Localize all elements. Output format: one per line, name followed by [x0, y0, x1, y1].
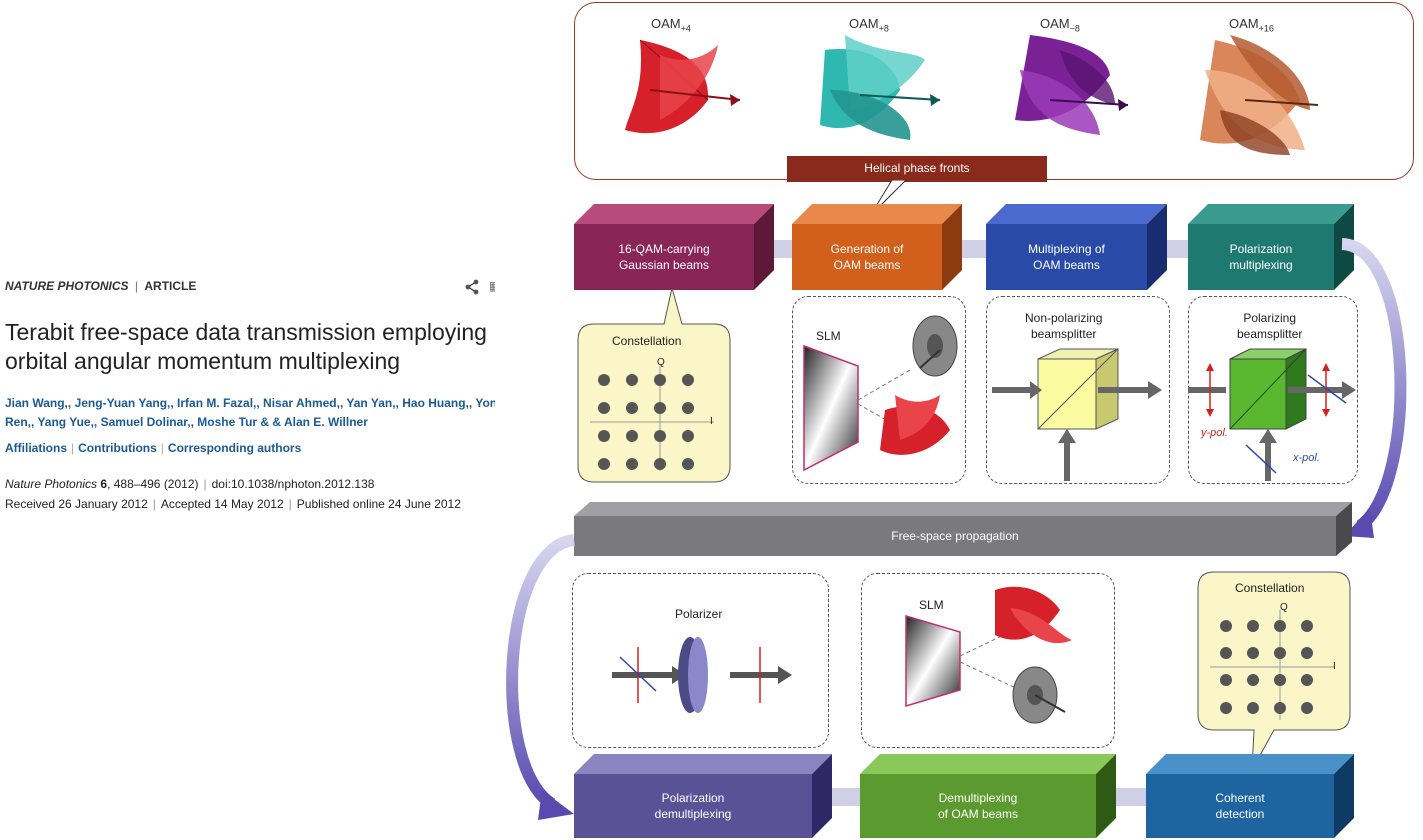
citation-journal: Nature Photonics [5, 477, 98, 491]
polarizer-box [572, 573, 829, 748]
share-icon[interactable] [464, 279, 480, 295]
oam-plus16-wavefront-icon [1200, 35, 1319, 155]
slm-demux-diagram [905, 586, 1072, 724]
contributions-link[interactable]: Contributions [78, 441, 157, 455]
more-options-icon[interactable]: ▦ [489, 280, 495, 292]
article-links: Affiliations|Contributions|Corresponding… [5, 441, 302, 455]
non-polarizing-beamsplitter-box [986, 296, 1170, 484]
slm-generation-box [792, 296, 966, 484]
author-list-line-1[interactable]: Jian Wang,, Jeng-Yuan Yang,, Irfan M. Fa… [5, 396, 495, 410]
author-list[interactable]: Jian Wang,, Jeng-Yuan Yang,, Irfan M. Fa… [5, 394, 495, 432]
oam-plus4-wavefront-icon [625, 39, 741, 134]
slm-label-bottom: SLM [919, 598, 944, 612]
rx-constellation-callout [1197, 571, 1351, 771]
free-space-propagation-bar: Free-space propagation [574, 516, 1336, 556]
polarizer-label: Polarizer [675, 607, 723, 621]
tx-constellation-callout [577, 287, 731, 483]
rx-q-axis-label: Q [1280, 602, 1288, 613]
oam-plus8-wavefront-icon [820, 35, 941, 140]
oam-label-1: OAM+4 [651, 16, 691, 34]
citation-pages-year: , 488–496 (2012) [107, 477, 199, 491]
affiliations-link[interactable]: Affiliations [5, 441, 67, 455]
oam-minus8-wavefront-icon [1015, 35, 1129, 135]
rx-constellation-title: Constellation [1235, 581, 1305, 595]
polarizing-beamsplitter-diagram [1188, 348, 1356, 481]
rx-i-axis-label: I [1333, 661, 1336, 672]
journal-name[interactable]: NATURE PHOTONICS [5, 279, 129, 293]
article-title: Terabit free-space data transmission emp… [5, 318, 495, 376]
bottom-pipeline-3d [574, 754, 1354, 838]
slm-label-top: SLM [816, 329, 841, 343]
tx-constellation-title: Constellation [612, 334, 682, 348]
date-line: Received 26 January 2012|Accepted 14 May… [5, 497, 461, 511]
corresponding-authors-link[interactable]: Corresponding authors [167, 441, 302, 455]
article-title-line-1: Terabit free-space data transmission emp… [5, 319, 487, 345]
journal-separator: | [134, 279, 139, 293]
citation-volume: 6 [100, 477, 108, 491]
non-polarizing-beamsplitter-diagram [992, 348, 1162, 481]
slm-demux-box [861, 573, 1115, 748]
citation-line: Nature Photonics 6, 488–496 (2012)|doi:1… [5, 477, 375, 491]
oam-label-4: OAM+16 [1229, 16, 1274, 34]
oam-label-3: OAM−8 [1040, 16, 1080, 34]
article-type: ARTICLE [144, 279, 197, 293]
citation-doi[interactable]: doi:10.1038/nphoton.2012.138 [211, 477, 375, 491]
polarizer-diagram [612, 637, 792, 713]
tx-q-axis-label: Q [657, 357, 665, 368]
left-flow-arrow [506, 534, 576, 820]
slm-generation-diagram [803, 315, 958, 472]
journal-header: NATURE PHOTONICS | ARTICLE [5, 279, 196, 293]
propagation-3d [574, 502, 1352, 556]
accepted-date: Accepted 14 May 2012 [160, 497, 284, 511]
received-date: Received 26 January 2012 [5, 497, 148, 511]
top-pipeline-3d [574, 204, 1354, 290]
helical-phase-fronts-label: Helical phase fronts [787, 156, 1047, 182]
tx-i-axis-label: I [710, 416, 713, 427]
author-list-line-2[interactable]: Ren,, Yang Yue,, Samuel Dolinar,, Moshe … [5, 415, 368, 429]
x-pol-label: x-pol. [1293, 452, 1320, 464]
oam-label-2: OAM+8 [849, 16, 889, 34]
published-date: Published online 24 June 2012 [296, 497, 461, 511]
article-title-line-2: orbital angular momentum multiplexing [5, 348, 401, 374]
y-pol-label: y-pol. [1201, 427, 1228, 439]
